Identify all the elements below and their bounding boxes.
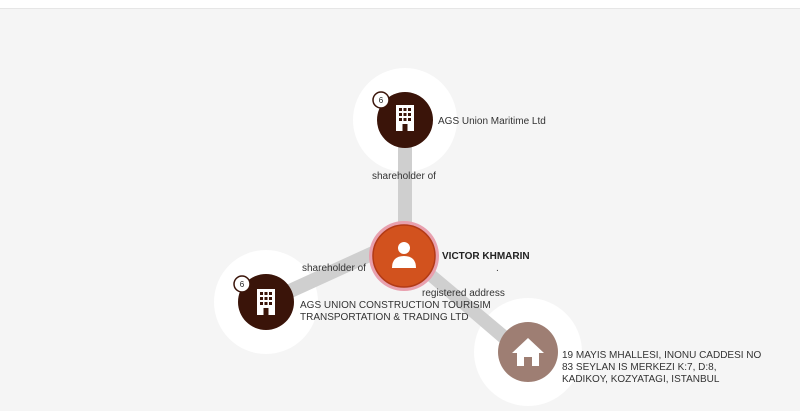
count-badge (233, 275, 251, 293)
edge-person-to-address[interactable] (415, 262, 530, 360)
company-left-label-line2: TRANSPORTATION & TRADING LTD (300, 312, 469, 323)
person-sublabel: . (496, 263, 499, 274)
person-node[interactable] (369, 221, 439, 291)
address-label-line1: 19 MAYIS MHALLESI, INONU CADDESI NO (562, 350, 762, 361)
company-top-label: AGS Union Maritime Ltd (438, 116, 546, 127)
building-icon (257, 289, 275, 315)
company-node-left[interactable]: 6 (233, 274, 294, 330)
count-badge-text: 6 (240, 280, 245, 289)
address-label-line3: KADIKOY, KOZYATAGI, ISTANBUL (562, 374, 720, 385)
edge-label-to-left: shareholder of (302, 263, 366, 274)
count-badge (372, 91, 390, 109)
address-node[interactable] (498, 322, 558, 382)
edge-person-to-company-top[interactable] (398, 142, 412, 232)
edge-person-to-company-left[interactable] (262, 244, 384, 308)
building-icon (396, 105, 414, 131)
top-bar (0, 0, 800, 9)
count-badge-text: 6 (379, 96, 384, 105)
address-label-line2: 83 SEYLAN IS MERKEZI K:7, D:8, (562, 362, 717, 373)
person-icon (392, 242, 416, 268)
home-icon (512, 338, 544, 366)
edge-label-to-address: registered address (422, 288, 505, 299)
company-left-label-line1: AGS UNION CONSTRUCTION TOURISIM (300, 300, 491, 311)
edge-label-to-top: shareholder of (372, 171, 436, 182)
person-label: VICTOR KHMARIN (442, 251, 530, 262)
company-node-top[interactable]: 6 (372, 91, 433, 148)
